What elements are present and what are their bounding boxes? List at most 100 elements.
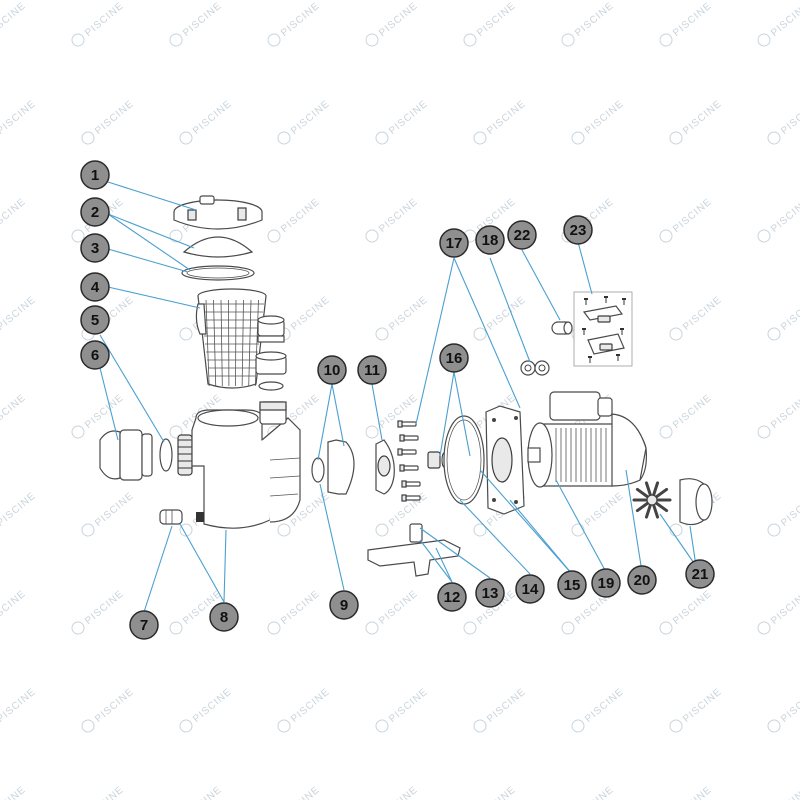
callout-9: 9	[329, 590, 359, 620]
svg-text:17: 17	[446, 235, 463, 252]
watermark-text: PISCINE	[93, 686, 136, 725]
watermark-text: PISCINE	[769, 196, 800, 235]
svg-text:6: 6	[91, 347, 99, 364]
svg-text:9: 9	[340, 597, 348, 614]
part-fan-cover	[679, 478, 713, 526]
svg-text:10: 10	[324, 362, 341, 379]
watermark-text: PISCINE	[191, 98, 234, 137]
watermark-text: PISCINE	[0, 490, 38, 529]
watermark-tile: PISCINE	[0, 392, 28, 431]
part-motor-base	[367, 523, 461, 577]
svg-text:16: 16	[446, 350, 463, 367]
watermark-text: PISCINE	[779, 294, 800, 333]
svg-text:8: 8	[220, 609, 228, 626]
watermark-tile: PISCINE	[83, 784, 126, 800]
watermark-tile: PISCINE	[0, 490, 38, 529]
watermark-tile: PISCINE	[267, 588, 322, 635]
watermark-text: PISCINE	[671, 0, 714, 39]
svg-text:15: 15	[564, 577, 581, 594]
watermark-text: PISCINE	[289, 294, 332, 333]
part-seal-plate-gasket	[443, 415, 485, 505]
part-threaded-connector	[177, 434, 193, 476]
watermark-text: PISCINE	[279, 0, 322, 39]
watermark-tile: PISCINE	[659, 0, 714, 47]
watermark-tile: PISCINE	[571, 98, 626, 145]
svg-text:7: 7	[140, 617, 148, 634]
watermark-tile: PISCINE	[757, 196, 800, 243]
callout-markers: 1 2 3 4 5 6 7 8 9 10 11 12 13 14 15 16 1…	[80, 160, 715, 640]
watermark-text: PISCINE	[475, 784, 518, 800]
watermark-text: PISCINE	[279, 784, 322, 800]
watermark-tile: PISCINE	[267, 196, 322, 243]
svg-text:3: 3	[91, 240, 99, 257]
watermark-text: PISCINE	[681, 686, 724, 725]
callout-12: 12	[437, 582, 467, 612]
callout-2: 2	[80, 197, 110, 227]
watermark-text: PISCINE	[573, 784, 616, 800]
watermark-text: PISCINE	[289, 686, 332, 725]
watermark-tile: PISCINE	[767, 490, 800, 537]
watermark-text: PISCINE	[377, 196, 420, 235]
watermark-text: PISCINE	[769, 0, 800, 39]
watermark-tile: PISCINE	[463, 0, 518, 47]
watermark-text: PISCINE	[779, 490, 800, 529]
watermark-text: PISCINE	[485, 98, 528, 137]
part-capacitor	[551, 321, 573, 335]
watermark-text: PISCINE	[191, 686, 234, 725]
part-lid-oring	[181, 265, 255, 281]
watermark-text: PISCINE	[779, 686, 800, 725]
watermark-text: PISCINE	[83, 392, 126, 431]
part-bolts	[397, 420, 421, 502]
watermark-tile: PISCINE	[71, 0, 126, 47]
callout-17: 17	[439, 228, 469, 258]
watermark-text: PISCINE	[377, 0, 420, 39]
watermark-text: PISCINE	[0, 0, 28, 39]
watermark-text: PISCINE	[377, 784, 420, 800]
watermark-tile: PISCINE	[659, 196, 714, 243]
svg-text:5: 5	[91, 312, 99, 329]
watermark-text: PISCINE	[485, 686, 528, 725]
watermark-text: PISCINE	[0, 294, 38, 333]
watermark-tile: PISCINE	[757, 392, 800, 439]
watermark-text: PISCINE	[387, 98, 430, 137]
watermark-tile: PISCINE	[659, 588, 714, 635]
part-lid	[182, 236, 254, 258]
callout-16: 16	[439, 343, 469, 373]
svg-text:19: 19	[598, 575, 615, 592]
watermark-text: PISCINE	[181, 784, 224, 800]
callout-21: 21	[685, 559, 715, 589]
watermark-tile: PISCINE	[375, 98, 430, 145]
callout-6: 6	[80, 340, 110, 370]
watermark-text: PISCINE	[181, 0, 224, 39]
watermark-text: PISCINE	[289, 98, 332, 137]
part-bearings	[520, 360, 550, 376]
callout-11: 11	[357, 355, 387, 385]
part-strainer-basket	[195, 288, 267, 389]
callout-20: 20	[627, 565, 657, 595]
watermark-tile: PISCINE	[279, 784, 322, 800]
watermark-text: PISCINE	[671, 392, 714, 431]
watermark-tile: PISCINE	[669, 686, 724, 733]
part-inlet-cap	[257, 315, 285, 343]
watermark-text: PISCINE	[583, 490, 626, 529]
watermark-text: PISCINE	[583, 98, 626, 137]
part-drain-plug	[159, 509, 183, 525]
watermark-tile: PISCINE	[671, 784, 714, 800]
svg-text:22: 22	[514, 227, 531, 244]
watermark-tile: PISCINE	[0, 784, 28, 800]
callout-7: 7	[129, 610, 159, 640]
watermark-tile: PISCINE	[81, 490, 136, 537]
part-fan	[632, 481, 672, 519]
watermark-text: PISCINE	[83, 784, 126, 800]
callout-14: 14	[515, 574, 545, 604]
part-diffuser	[311, 439, 355, 495]
watermark-tile: PISCINE	[475, 784, 518, 800]
watermark-tile: PISCINE	[767, 686, 800, 733]
svg-text:4: 4	[91, 279, 100, 296]
part-motor	[527, 391, 647, 488]
svg-text:1: 1	[91, 167, 99, 184]
callout-4: 4	[80, 272, 110, 302]
callout-23: 23	[563, 215, 593, 245]
svg-text:14: 14	[522, 581, 539, 598]
